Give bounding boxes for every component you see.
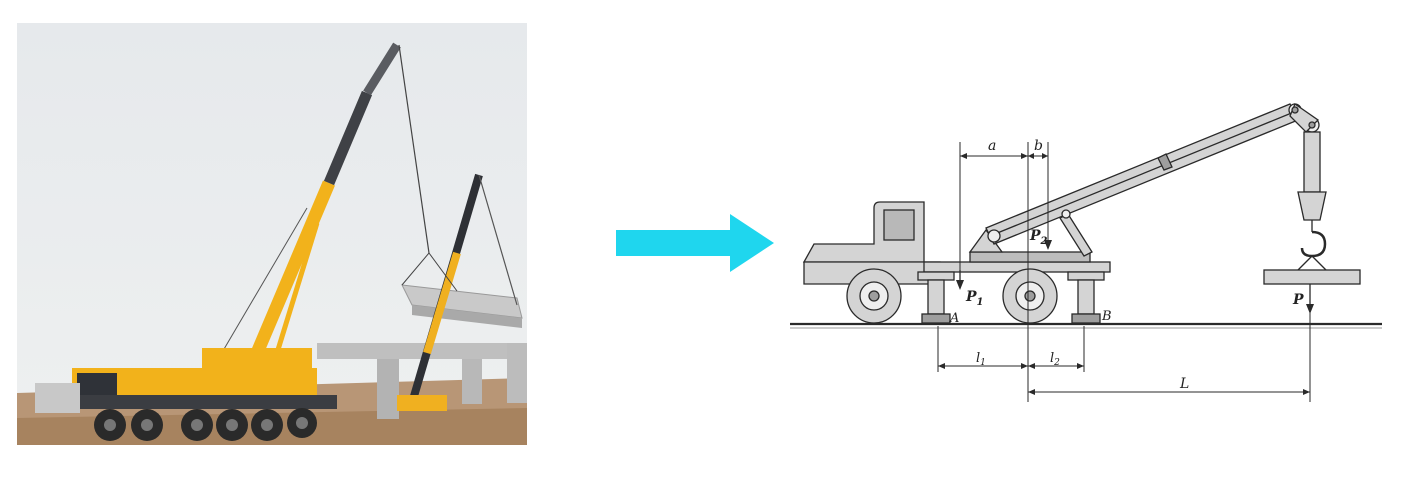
bridge-deck (317, 343, 522, 359)
label-b: b (1034, 138, 1043, 154)
label-A: A (949, 311, 959, 326)
force-p1-arrow (956, 280, 964, 290)
cab-window (883, 209, 915, 241)
hydraulic-cylinder (1059, 213, 1093, 257)
label-a: a (988, 138, 996, 154)
right-arrow-icon (612, 212, 778, 274)
crane-photo-illustration (17, 23, 527, 445)
bridge-pier (377, 359, 399, 419)
hook-block (1303, 131, 1321, 193)
turntable (969, 251, 1091, 263)
label-L: L (1179, 376, 1189, 392)
label-l2: l2 (1050, 351, 1060, 368)
diagram-svg: a b P1 P2 P A B l1 l2 L (790, 103, 1382, 402)
force-p-arrow (1306, 304, 1314, 314)
label-B: B (1101, 309, 1112, 324)
load (1263, 269, 1361, 285)
truck-crane-diagram: a b P1 P2 P A B l1 l2 L (790, 90, 1390, 410)
label-l1: l1 (976, 351, 986, 368)
hoist-cable (398, 44, 430, 254)
crane-photo (17, 23, 527, 445)
label-p1: P1 (965, 289, 984, 308)
label-p: P (1292, 292, 1304, 308)
outrigger-a (927, 279, 945, 315)
outrigger-b (1077, 279, 1095, 315)
label-p2: P2 (1029, 228, 1048, 247)
chassis (923, 261, 1111, 273)
main-crane-boom (251, 180, 335, 356)
force-p2-arrow (1044, 240, 1052, 250)
hook (1300, 230, 1327, 258)
